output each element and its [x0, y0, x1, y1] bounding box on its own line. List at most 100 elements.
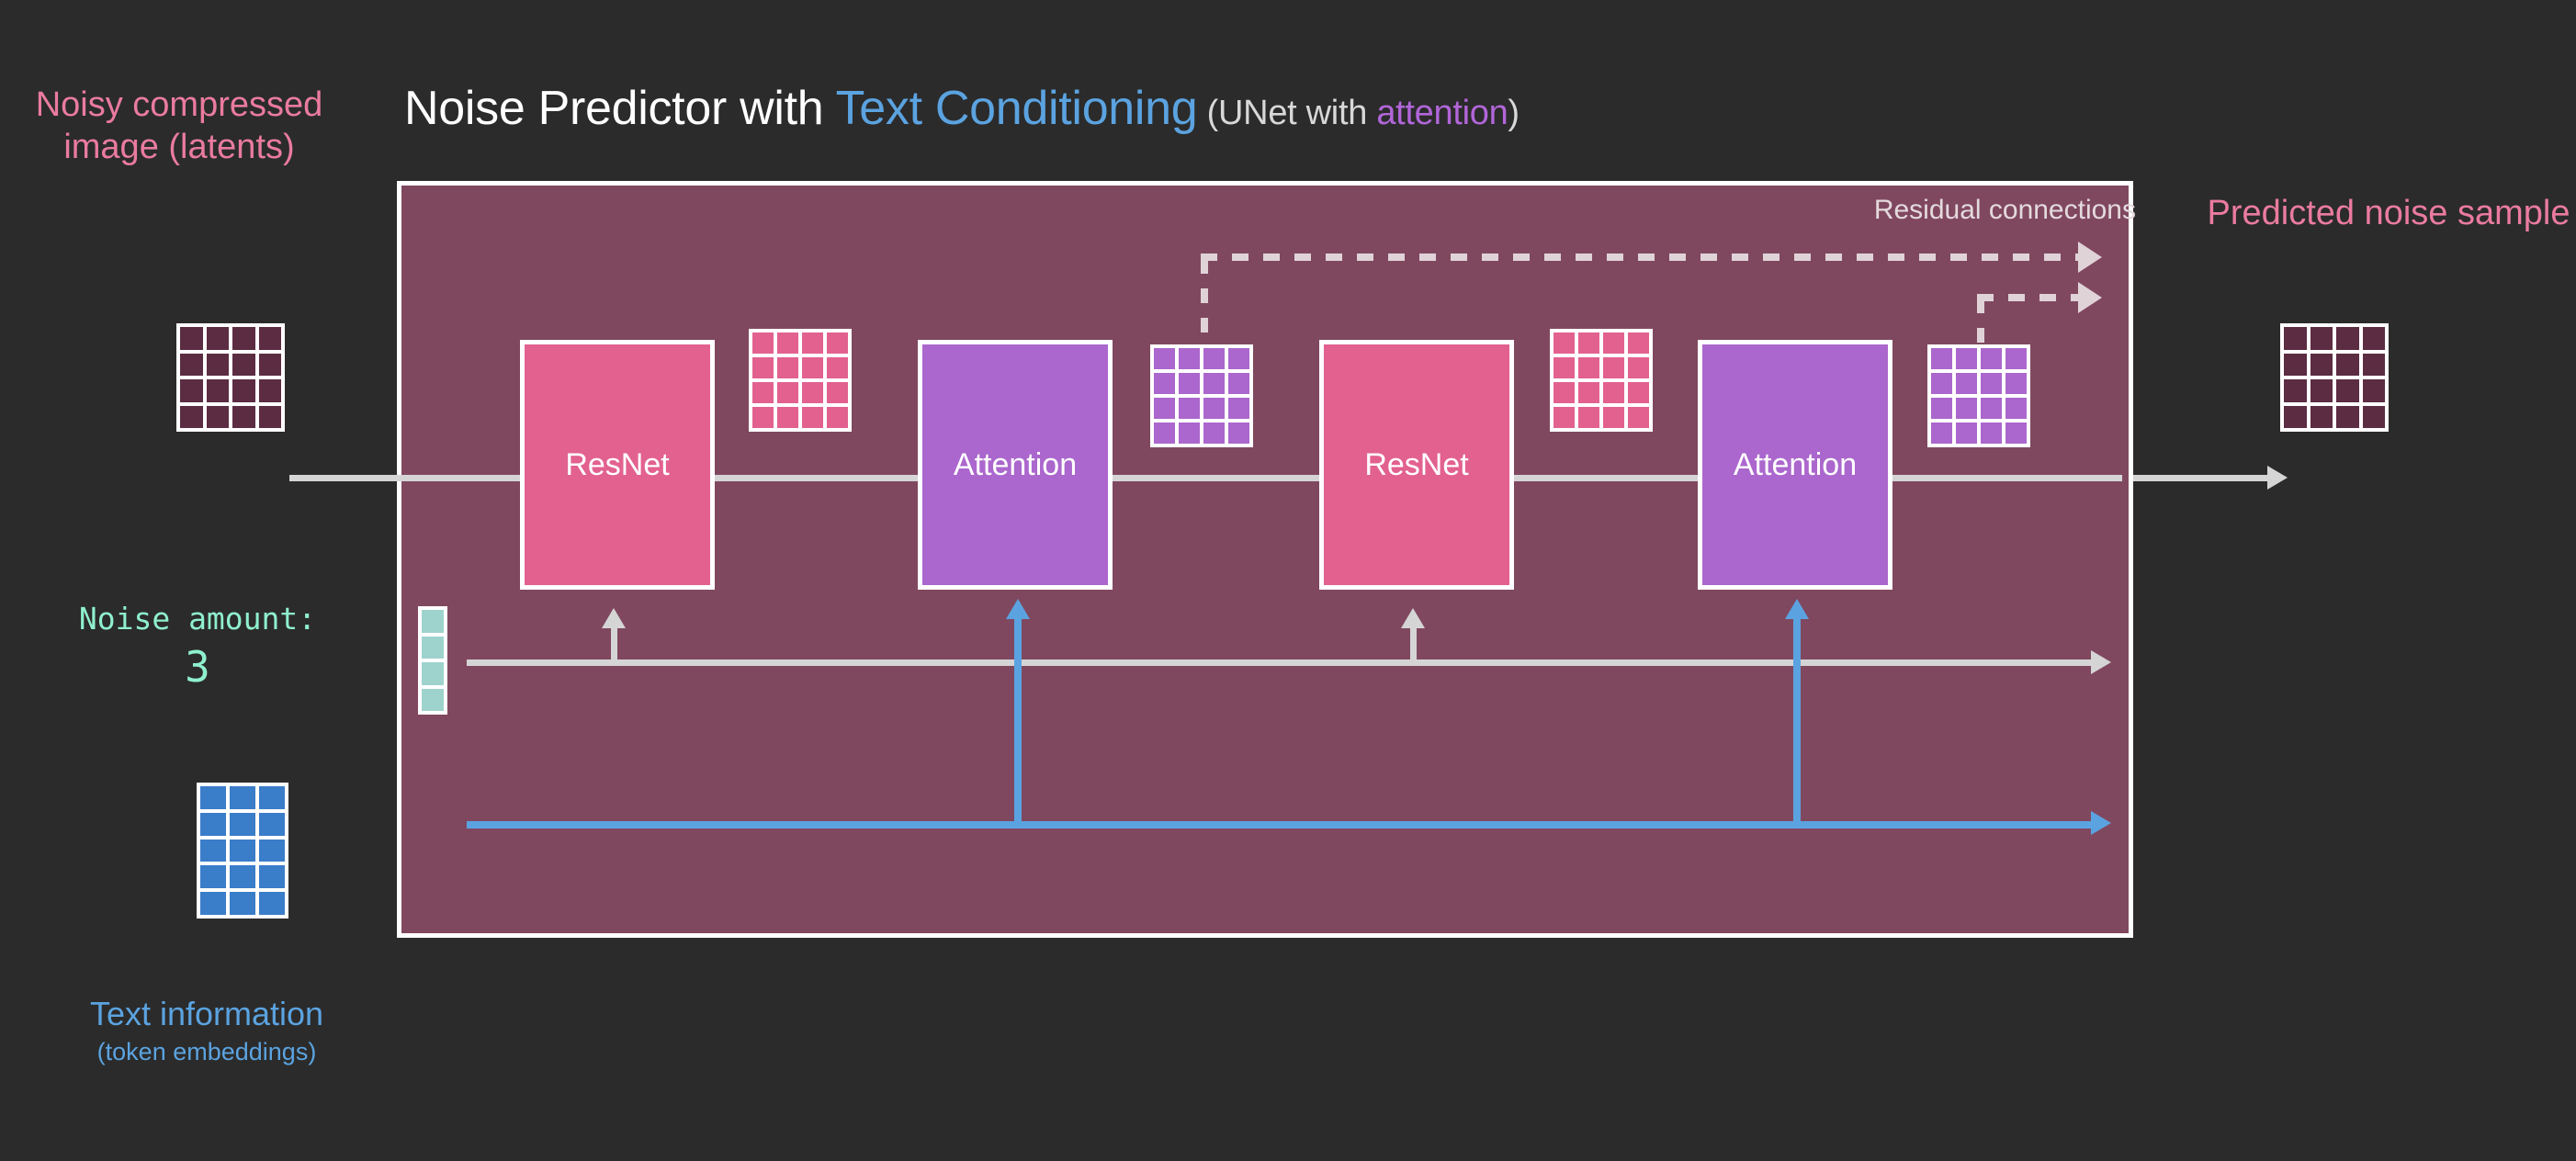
grid-cell	[777, 357, 798, 378]
grid-cell	[230, 812, 255, 836]
grid-cell	[802, 357, 823, 378]
feature-map-grid-1	[749, 329, 852, 432]
grid-cell	[2362, 353, 2385, 376]
grid-cell	[752, 407, 774, 428]
grid-cell	[232, 405, 255, 428]
grid-cell	[2336, 379, 2359, 402]
attention-block-1[interactable]: Attention	[918, 340, 1113, 590]
grid-cell	[802, 333, 823, 354]
grid-cell	[2336, 405, 2359, 428]
timestep-branch-resnet-1	[611, 626, 617, 661]
residual-connections-label: Residual connections	[1873, 195, 2136, 225]
grid-cell	[200, 865, 226, 889]
grid-cell	[180, 327, 203, 350]
grid-cell	[258, 353, 281, 376]
grid-cell	[1578, 357, 1599, 378]
main-input-line	[289, 475, 2122, 481]
grid-cell	[2284, 327, 2307, 350]
grid-cell	[180, 353, 203, 376]
grid-cell	[752, 382, 774, 403]
grid-cell	[206, 379, 229, 402]
grid-cell	[2005, 398, 2027, 419]
text-information-subtitle: (token embeddings)	[96, 1037, 317, 1065]
residual-line-1	[1201, 254, 2085, 261]
feature-map-grid-2	[1150, 344, 1253, 447]
grid-cell	[777, 333, 798, 354]
grid-cell	[2336, 353, 2359, 376]
resnet-block-2[interactable]: ResNet	[1319, 340, 1514, 590]
title-paren-open: (UNet with	[1197, 94, 1377, 132]
grid-cell	[2310, 379, 2333, 402]
residual-arrowhead-1	[2078, 242, 2102, 273]
grid-cell	[1554, 333, 1575, 354]
grid-cell	[1603, 333, 1624, 354]
grid-cell	[2310, 327, 2333, 350]
timestep-branch-arrowhead-2	[1401, 608, 1425, 628]
latent-output-grid	[2280, 323, 2389, 432]
resnet-block-1[interactable]: ResNet	[520, 340, 715, 590]
text-branch-arrowhead-1	[1006, 599, 1030, 619]
grid-cell	[259, 865, 285, 889]
noise-amount-text: Noise amount:	[78, 601, 317, 637]
text-conditioning-arrowhead	[2091, 811, 2111, 835]
token-embeddings-grid	[197, 783, 288, 919]
grid-cell	[258, 327, 281, 350]
timestep-line	[467, 659, 2093, 666]
residual-line-2	[1977, 294, 2084, 301]
grid-cell	[802, 407, 823, 428]
grid-cell	[2005, 423, 2027, 444]
grid-cell	[1228, 373, 1249, 394]
grid-cell	[230, 786, 255, 809]
grid-cell	[230, 892, 255, 915]
residual-riser-1	[1201, 259, 1208, 345]
grid-cell	[1203, 373, 1225, 394]
attention-block-1-label: Attention	[953, 446, 1078, 482]
grid-cell	[1228, 423, 1249, 444]
feature-map-grid-3	[1550, 329, 1653, 432]
grid-cell	[777, 382, 798, 403]
grid-cell	[206, 405, 229, 428]
grid-cell	[1628, 333, 1649, 354]
grid-cell	[777, 407, 798, 428]
text-information-title: Text information	[89, 995, 324, 1032]
grid-cell	[1554, 407, 1575, 428]
grid-cell	[259, 892, 285, 915]
grid-cell	[1228, 348, 1249, 369]
grid-cell	[827, 357, 848, 378]
text-branch-arrowhead-2	[1785, 599, 1809, 619]
grid-cell	[180, 405, 203, 428]
resnet-block-2-label: ResNet	[1364, 446, 1469, 482]
grid-cell	[1981, 348, 2002, 369]
grid-cell	[1554, 357, 1575, 378]
grid-cell	[827, 407, 848, 428]
grid-cell	[1956, 398, 1977, 419]
grid-cell	[1154, 423, 1175, 444]
latent-input-grid	[176, 323, 285, 432]
grid-cell	[1628, 407, 1649, 428]
timestep-branch-resnet-2	[1410, 626, 1417, 661]
grid-cell	[232, 379, 255, 402]
feature-map-grid-4	[1927, 344, 2030, 447]
residual-arrowhead-2	[2078, 282, 2102, 313]
grid-cell	[200, 839, 226, 862]
grid-cell	[422, 636, 444, 659]
main-output-line	[2133, 475, 2269, 481]
grid-cell	[1578, 407, 1599, 428]
grid-cell	[259, 839, 285, 862]
noise-amount-label: Noise amount: 3	[18, 600, 377, 694]
grid-cell	[1578, 333, 1599, 354]
grid-cell	[258, 379, 281, 402]
grid-cell	[1179, 423, 1200, 444]
grid-cell	[2005, 373, 2027, 394]
grid-cell	[2362, 405, 2385, 428]
grid-cell	[200, 786, 226, 809]
grid-cell	[2284, 379, 2307, 402]
title-accent-text: Text Conditioning	[835, 82, 1198, 135]
grid-cell	[1179, 348, 1200, 369]
grid-cell	[1956, 348, 1977, 369]
noise-amount-value: 3	[185, 642, 210, 693]
grid-cell	[827, 333, 848, 354]
attention-block-2[interactable]: Attention	[1698, 340, 1892, 590]
grid-cell	[1981, 373, 2002, 394]
grid-cell	[1956, 423, 1977, 444]
